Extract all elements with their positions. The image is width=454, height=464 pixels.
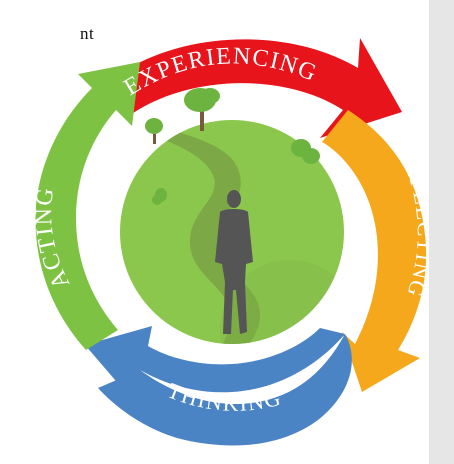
bush-icon (291, 139, 320, 164)
acting-arrow (35, 62, 140, 350)
bush-icon (152, 188, 167, 205)
edge-text-fragment: nt (80, 24, 95, 43)
thinking-arrow (85, 326, 352, 446)
tree-icon (184, 88, 220, 131)
reflecting-arrow (322, 110, 427, 392)
tree-icon (145, 118, 163, 144)
winding-path (155, 128, 260, 344)
cycle-svg: EXPERIENCING REFLECTING THINKING ACTING (35, 38, 427, 446)
experiencing-arrow (103, 38, 402, 138)
walking-person-icon (215, 190, 253, 334)
side-panel (429, 0, 454, 464)
